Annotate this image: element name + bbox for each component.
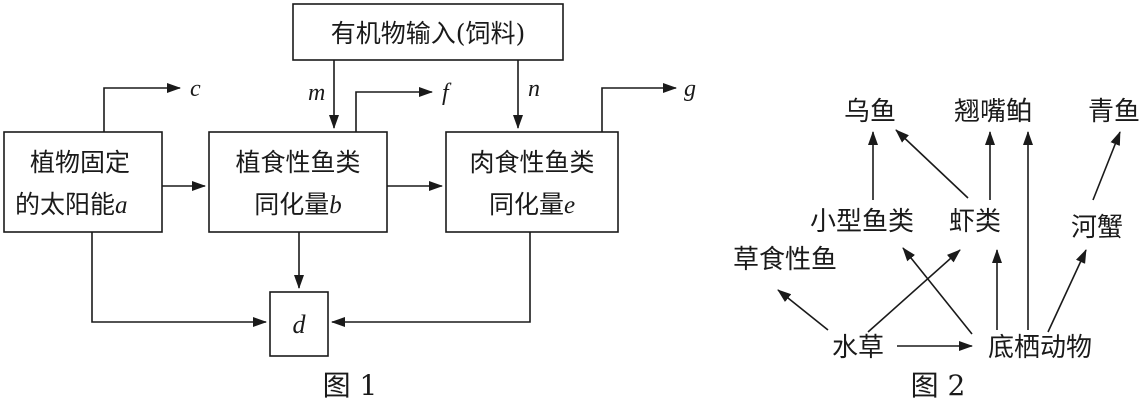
organic-input-box (292, 3, 564, 61)
arrow-water-plant-to-herbivorous-fish (777, 289, 829, 331)
arrow-e-to-d (331, 232, 531, 327)
node-wuyu: 乌鱼 (844, 97, 896, 127)
box-solar-energy-a (3, 131, 163, 233)
box-b-line1: 植食性鱼类 (235, 148, 360, 177)
box-herbivorous-fish-b (208, 131, 388, 233)
box-d (269, 291, 329, 357)
box-e-line2: 同化量e (489, 190, 575, 219)
box-a-line2: 的太阳能a (15, 190, 128, 219)
node-benthic-animals: 底栖动物 (988, 333, 1092, 363)
box-carnivorous-fish-e (445, 131, 619, 233)
label-f: f (442, 80, 452, 106)
node-qingyu: 青鱼 (1088, 97, 1140, 127)
arrow-shrimp-to-wuyu (895, 129, 969, 199)
node-qiaozuibo: 翘嘴鲌 (954, 97, 1032, 127)
arrow-water-plant-to-shrimp (867, 249, 961, 333)
arrow-benthos-to-crab (1047, 249, 1087, 333)
node-herbivorous-fish: 草食性鱼 (733, 245, 837, 275)
figure-2: 乌鱼 翘嘴鲌 青鱼 小型鱼类 虾类 河蟹 草食性鱼 水草 底栖动物 图 2 (733, 97, 1140, 402)
label-g: g (684, 76, 696, 102)
arrow-a-to-d (91, 232, 267, 327)
organic-input-label: 有机物输入(饲料) (331, 19, 526, 48)
arrow-crab-to-qingyu (1092, 131, 1121, 201)
node-river-crab: 河蟹 (1071, 213, 1123, 243)
label-n: n (528, 76, 540, 102)
box-e-line1: 肉食性鱼类 (469, 148, 594, 177)
arrow-b-to-f (355, 87, 433, 132)
box-d-label: d (293, 310, 307, 339)
node-small-fish: 小型鱼类 (810, 207, 914, 237)
figure-1-caption: 图 1 (323, 369, 378, 402)
node-water-plant: 水草 (832, 333, 884, 363)
figure-2-caption: 图 2 (911, 369, 966, 402)
box-a-line1: 植物固定 (30, 148, 130, 177)
label-c: c (190, 76, 201, 102)
figure-1: 有机物输入(饲料) 植物固定 的太阳能a 植食性鱼类 同化量b 肉食性鱼类 同化… (3, 3, 696, 402)
box-b-line2: 同化量b (254, 190, 342, 219)
node-shrimp: 虾类 (949, 207, 1001, 237)
arrow-e-to-g (601, 83, 677, 132)
arrow-a-to-c (103, 83, 181, 132)
arrow-benthos-to-small-fish (902, 247, 973, 335)
label-m: m (308, 80, 325, 106)
